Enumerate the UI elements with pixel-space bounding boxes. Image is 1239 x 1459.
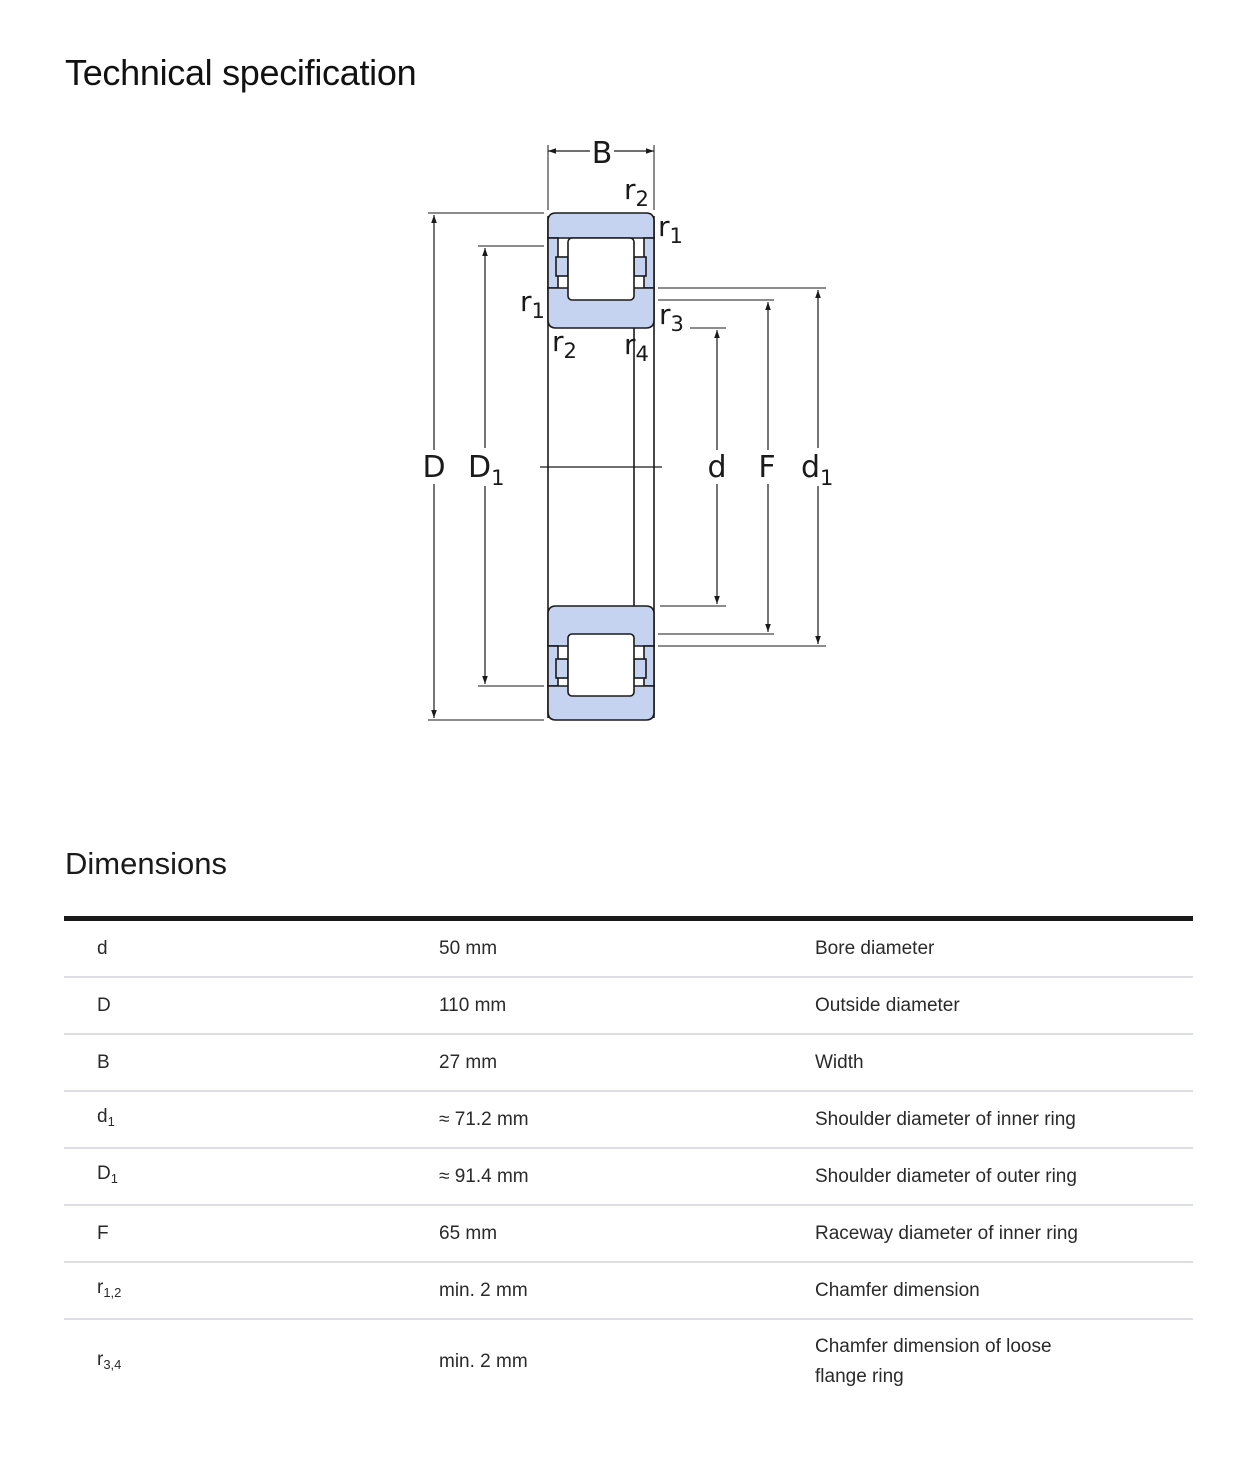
dimension-value: ≈ 91.4 mm xyxy=(439,1148,815,1206)
label-r1-top-right: r1 xyxy=(658,210,683,248)
dimension-description: Outside diameter xyxy=(815,977,1193,1035)
dimension-description: Width xyxy=(815,1034,1193,1092)
label-r4: r4 xyxy=(624,328,649,366)
dimension-symbol: r3,4 xyxy=(97,1348,122,1372)
label-d: d xyxy=(707,450,726,485)
bottom-section xyxy=(547,605,655,721)
page-title: Technical specification xyxy=(65,52,417,93)
dimension-description: Chamfer dimension xyxy=(815,1262,1193,1320)
cage-top-right xyxy=(633,256,647,277)
label-D1: D1 xyxy=(468,450,504,490)
roller-bottom xyxy=(567,633,635,697)
dimension-symbol: F xyxy=(64,1205,439,1263)
dimension-description: Bore diameter xyxy=(815,918,1193,978)
table-row: D1 ≈ 91.4 mm Shoulder diameter of outer … xyxy=(64,1148,1193,1206)
dimension-description: Raceway diameter of inner ring xyxy=(815,1205,1193,1263)
bearing-cross-section-diagram: B D D1 d F d1 r2 r1 r1 r3 r2 r4 xyxy=(422,136,833,721)
label-D: D xyxy=(422,450,445,485)
cage-bottom-right xyxy=(633,658,647,679)
outer-ring-top xyxy=(547,212,655,239)
dimension-value: min. 2 mm xyxy=(439,1262,815,1320)
dimension-symbol: D xyxy=(64,977,439,1035)
cage-top-left xyxy=(555,256,569,277)
cage-bottom-left xyxy=(555,658,569,679)
dimension-value: 110 mm xyxy=(439,977,815,1035)
roller-top xyxy=(567,237,635,301)
dimension-symbol: d xyxy=(64,918,439,978)
dimension-symbol: B xyxy=(64,1034,439,1092)
label-F: F xyxy=(758,450,775,485)
dimension-value: min. 2 mm xyxy=(439,1351,528,1372)
table-row: d1 ≈ 71.2 mm Shoulder diameter of inner … xyxy=(64,1091,1193,1149)
top-section xyxy=(547,212,655,329)
dimension-value: 27 mm xyxy=(439,1034,815,1092)
dimensions-title: Dimensions xyxy=(65,846,227,881)
label-r1-left: r1 xyxy=(520,285,545,323)
dimension-description-text: Chamfer dimension of loose flange ring xyxy=(815,1336,1052,1387)
dimension-symbol: r1,2 xyxy=(64,1262,439,1320)
label-r2-top: r2 xyxy=(624,173,649,211)
dimension-description: Shoulder diameter of inner ring xyxy=(815,1091,1193,1149)
table-row: r1,2 min. 2 mm Chamfer dimension xyxy=(64,1262,1193,1320)
dimension-symbol: D1 xyxy=(64,1148,439,1206)
table-row: B 27 mm Width xyxy=(64,1034,1193,1092)
dimensions-table: d 50 mm Bore diameter D 110 mm Outside d… xyxy=(64,916,1193,1404)
dimension-arrows xyxy=(431,148,821,718)
label-d1: d1 xyxy=(801,450,833,490)
table-row: r3,4 min. 2 mm Chamfer dimension of loos… xyxy=(64,1319,1193,1404)
label-r2-bottom: r2 xyxy=(552,325,577,363)
label-r3: r3 xyxy=(659,298,684,336)
table-row: d 50 mm Bore diameter xyxy=(64,918,1193,978)
label-B: B xyxy=(592,136,613,171)
table-row: D 110 mm Outside diameter xyxy=(64,977,1193,1035)
dimension-description: Chamfer dimension of loose flange ring xyxy=(815,1319,1193,1404)
dimension-value: 50 mm xyxy=(439,918,815,978)
extension-lines xyxy=(428,145,826,721)
dimension-value: 65 mm xyxy=(439,1205,815,1263)
dimension-description: Shoulder diameter of outer ring xyxy=(815,1148,1193,1206)
dimension-value: ≈ 71.2 mm xyxy=(439,1091,815,1149)
dimension-symbol: d1 xyxy=(64,1091,439,1149)
dimension-labels: B D D1 d F d1 r2 r1 r1 r3 r2 r4 xyxy=(422,136,833,490)
table-row: F 65 mm Raceway diameter of inner ring xyxy=(64,1205,1193,1263)
